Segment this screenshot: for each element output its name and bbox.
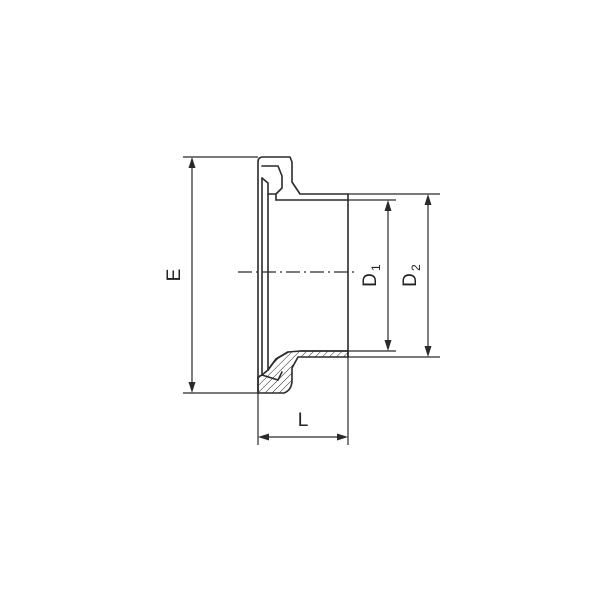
label-d1: D 1 — [360, 264, 383, 287]
label-d2: D 2 — [400, 264, 423, 287]
fitting-outline-top — [257, 156, 349, 394]
label-d1-main: D — [360, 273, 381, 287]
label-l: L — [298, 410, 309, 431]
label-d2-main: D — [400, 273, 421, 287]
flange-groove-bottom — [267, 351, 289, 371]
l-arrow-right — [337, 433, 348, 441]
l-arrow-left — [258, 433, 269, 441]
d1-arrow-top — [384, 200, 392, 211]
d1-arrow-bottom — [384, 340, 392, 351]
label-d2-sub: 2 — [409, 264, 423, 271]
e-arrow-bottom — [188, 382, 196, 393]
label-e: E — [164, 269, 185, 282]
section-hatch-flange — [257, 350, 349, 394]
d2-arrow-top — [424, 194, 432, 205]
flange-bottom-lip — [261, 371, 283, 381]
e-arrow-top — [188, 157, 196, 168]
flange-groove-top — [261, 165, 283, 195]
d2-arrow-bottom — [424, 346, 432, 357]
label-d1-sub: 1 — [369, 264, 383, 271]
